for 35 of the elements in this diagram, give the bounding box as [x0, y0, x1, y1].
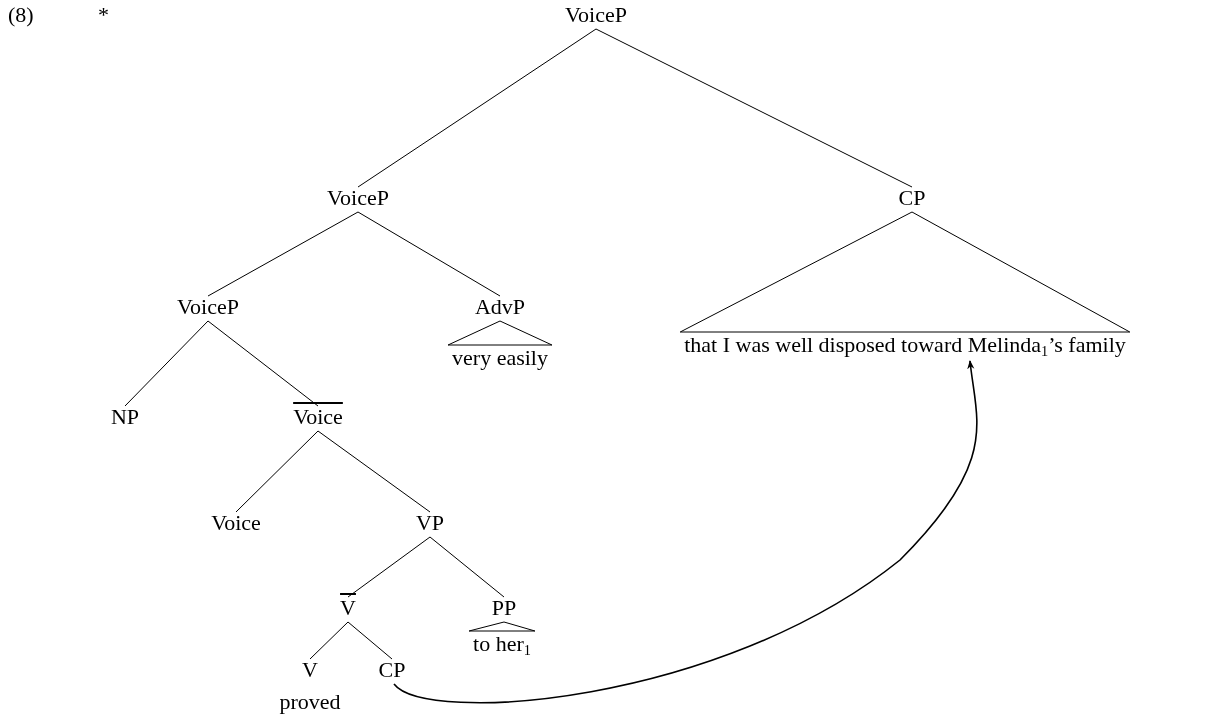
tree-label: to her$_{1}$ — [473, 632, 531, 656]
tree-label: PP — [491, 596, 517, 620]
tree-label: CP — [378, 658, 406, 682]
tree-branch — [357, 211, 501, 297]
tree-label: AdvP — [474, 295, 526, 319]
ungrammatical-mark: * — [98, 3, 109, 27]
tree-label: V — [340, 596, 356, 620]
movement-arrow — [393, 360, 978, 704]
tree-label: V — [301, 658, 319, 682]
tree-branch — [347, 536, 431, 598]
roof-triangle — [679, 211, 1131, 333]
tree-branch — [309, 621, 349, 660]
word-label: proved — [279, 690, 341, 714]
tree-branch — [207, 211, 359, 297]
tree-label: NP — [110, 405, 140, 429]
tree-branch — [207, 320, 319, 407]
tree-branch — [347, 621, 393, 660]
tree-branch — [124, 320, 209, 407]
tree-label: Voice — [293, 405, 343, 429]
example-number: (8) — [8, 3, 34, 27]
tree-label: CP — [898, 186, 926, 210]
tree-branch — [235, 430, 319, 513]
tree-branch — [429, 536, 505, 598]
tree-branch — [317, 430, 431, 513]
tree-branch — [595, 28, 913, 188]
tree-label: VoiceP — [327, 186, 389, 210]
tree-label: Voice — [211, 511, 261, 535]
tree-label: that I was well disposed toward Melinda$_{1}$’s family — [684, 333, 1126, 357]
tree-label: VoiceP — [177, 295, 239, 319]
tree-label: VP — [415, 511, 445, 535]
roof-triangle — [447, 320, 553, 346]
roof-triangle — [468, 621, 536, 632]
tree-label: very easily — [452, 346, 548, 370]
tree-label: VoiceP — [565, 3, 627, 27]
tree-branch — [357, 28, 597, 188]
